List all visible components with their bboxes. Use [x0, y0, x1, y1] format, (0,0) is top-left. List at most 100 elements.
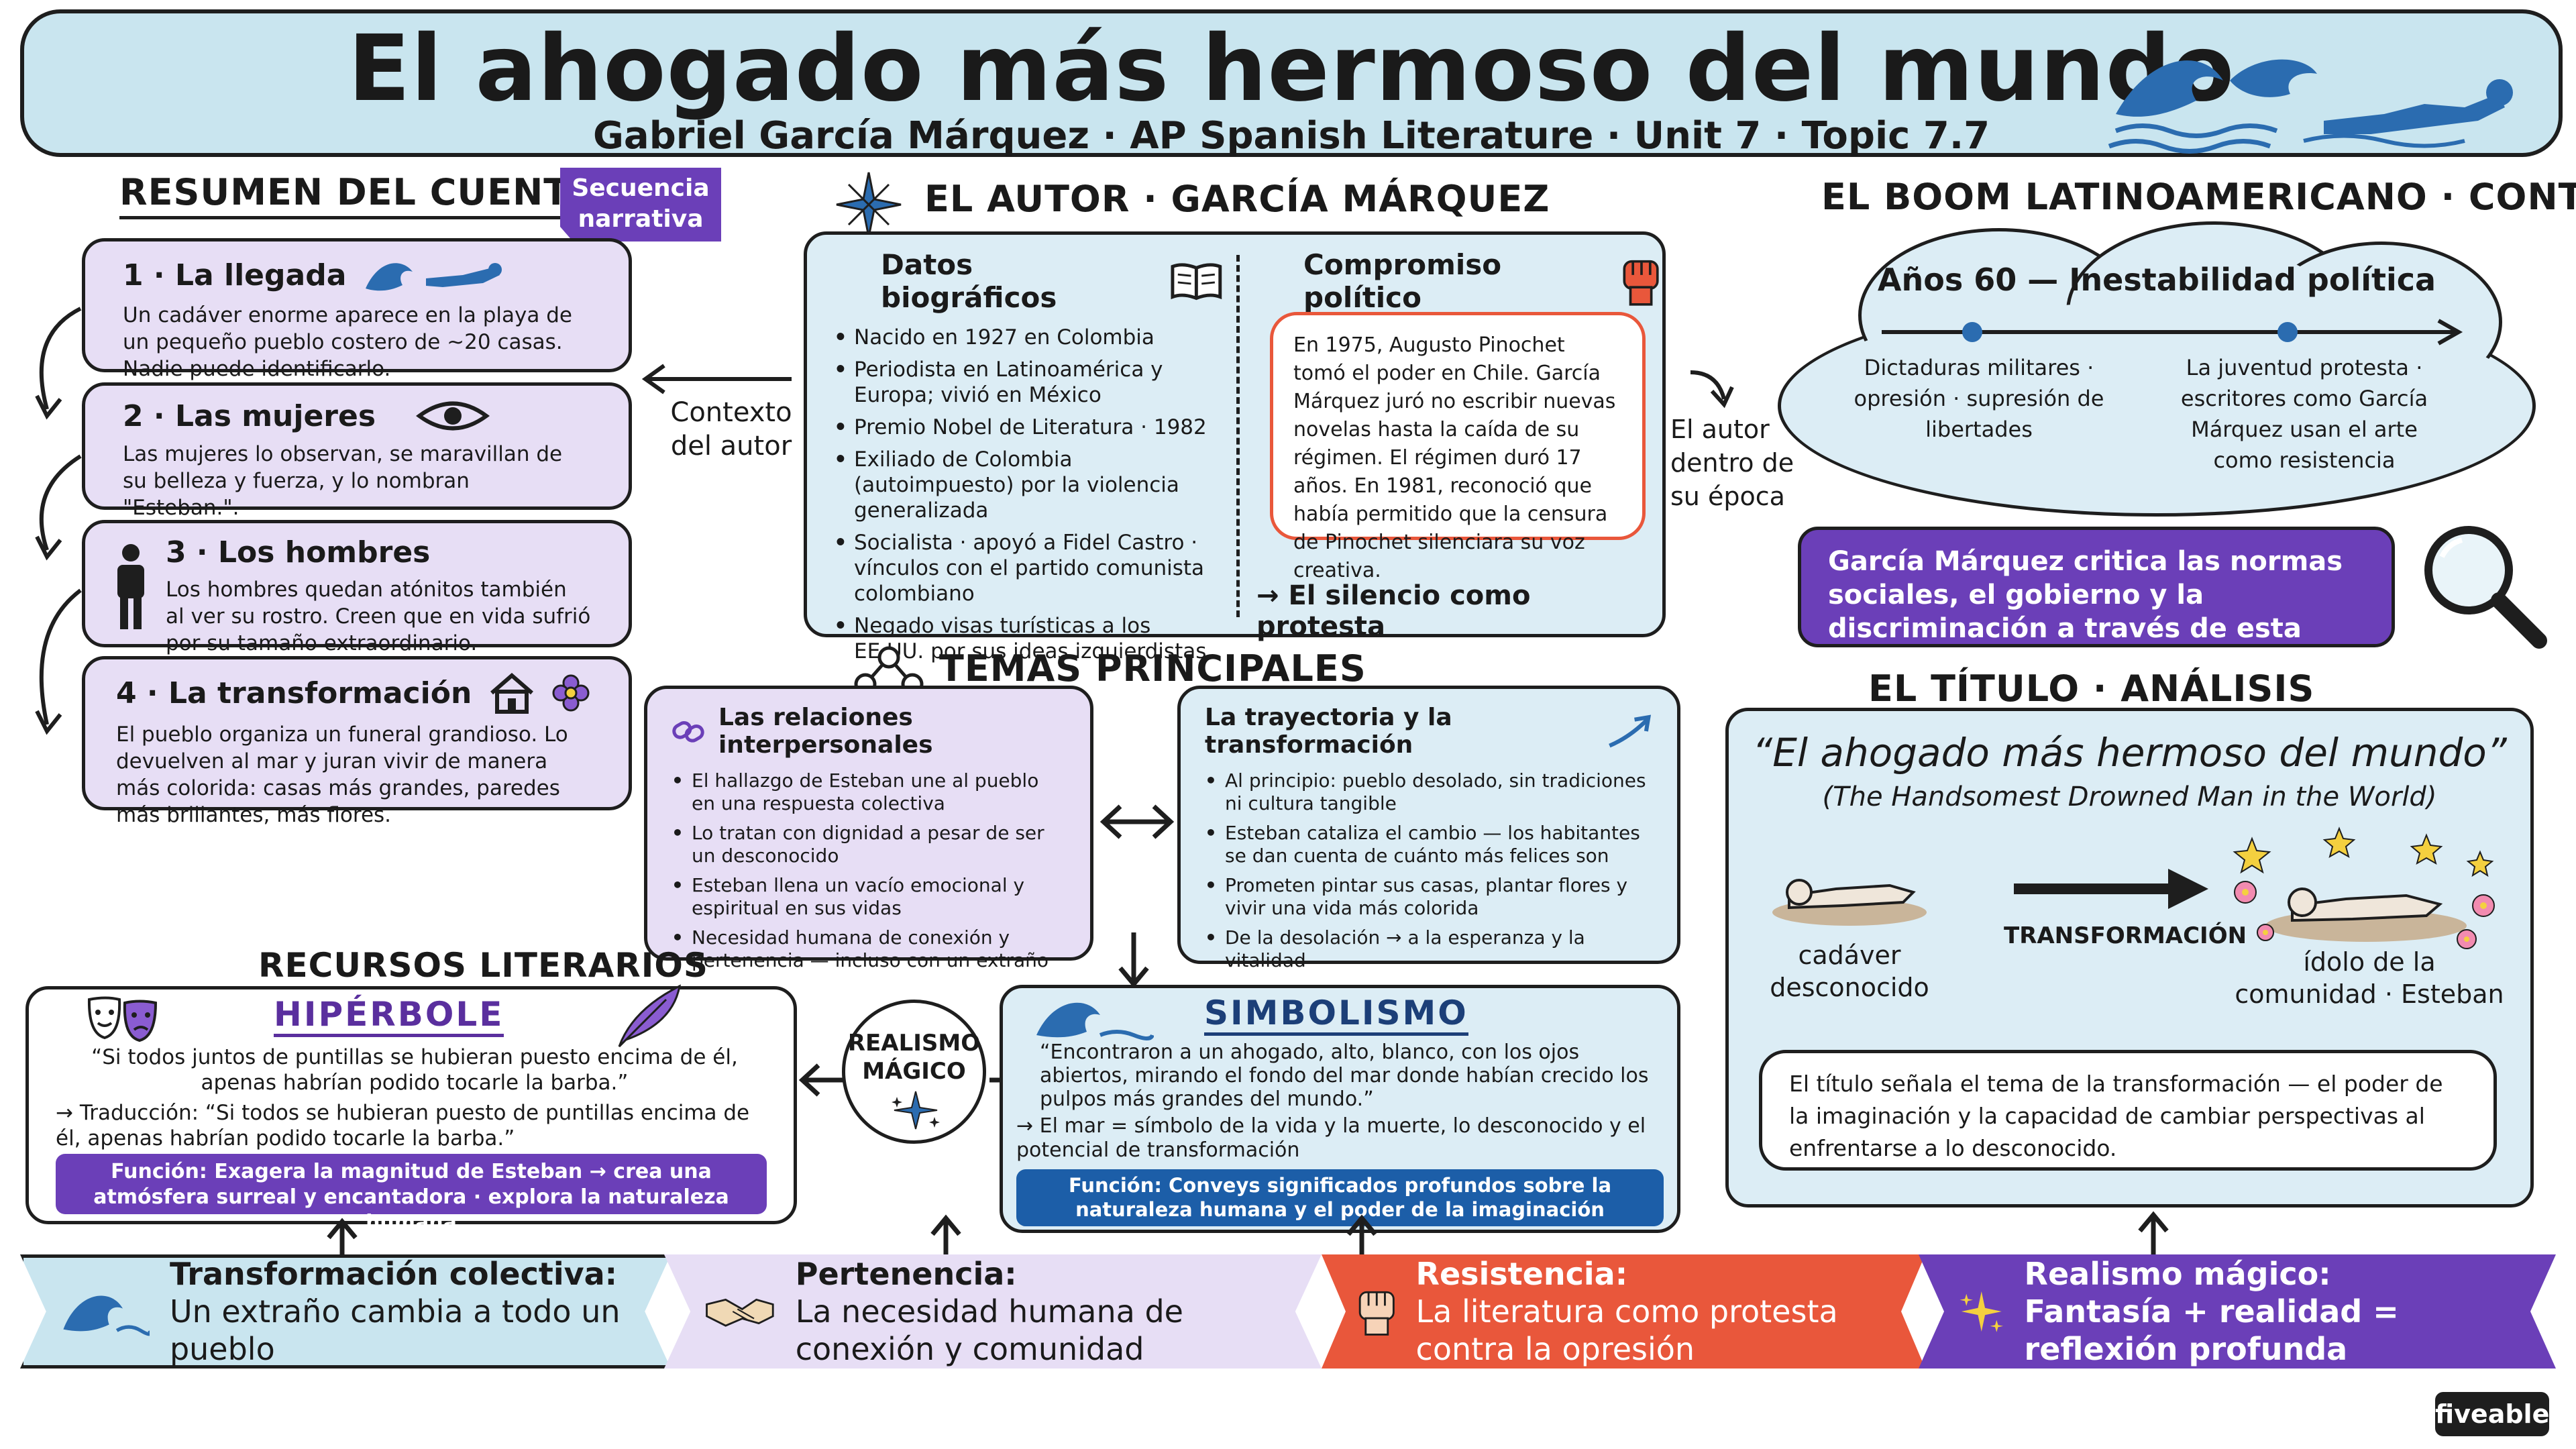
banner-bg: [1919, 1254, 2556, 1368]
banner-detail: La necesidad humana de conexión y comuni…: [795, 1293, 1183, 1367]
resumen-section-title: RESUMEN DEL CUENTO: [119, 171, 601, 219]
step-text: Las mujeres lo observan, se maravillan d…: [123, 442, 563, 520]
transformation-arrow: [2014, 869, 2208, 909]
flower-icon: [552, 674, 590, 712]
bio-item: Premio Nobel de Literatura · 1982: [834, 415, 1223, 440]
context-arrow: [641, 364, 792, 394]
boom-cloud: Años 60 — Inestabilidad política Dictadu…: [1778, 221, 2536, 523]
sequence-arrows: [35, 307, 82, 735]
idolo-label: ídolo de la comunidad · Esteban: [2235, 947, 2504, 1009]
critica-callout: García Márquez critica las normas social…: [1798, 527, 2395, 678]
step-card-mujeres: 2 · Las mujeres Las mujeres lo observan,…: [82, 382, 632, 520]
transformacion-label: TRANSFORMACIÓN: [2004, 922, 2247, 949]
banner-bold: Pertenencia:: [795, 1256, 1017, 1292]
magnifier-icon: [2424, 526, 2547, 649]
relaciones-list: El hallazgo de Esteban une al pueblo en …: [672, 769, 1066, 972]
eye-icon: [416, 401, 490, 431]
person-icon: [117, 544, 144, 629]
banner-text: Resistencia: La literatura como protesta…: [1416, 1255, 1925, 1368]
silencio-text: → El silencio como protesta: [1256, 580, 1531, 642]
hiperbole-title: HIPÉRBOLE: [274, 995, 504, 1037]
hiperbole-card: HIPÉRBOLE “Si todos juntos de puntillas …: [25, 984, 797, 1234]
epoca-arrow: [1690, 370, 1734, 409]
simbolismo-card: SIMBOLISMO “Encontraron a un ahogado, al…: [1000, 985, 1680, 1233]
hiperbole-quote: “Si todos juntos de puntillas se hubiera…: [91, 1045, 738, 1095]
up-arrow: [1346, 1214, 1377, 1258]
boom-section-title: EL BOOM LATINOAMERICANO · CONTEXTO: [1821, 176, 2576, 218]
simbolismo-mar: → El mar = símbolo de la vida y la muert…: [1016, 1114, 1646, 1162]
book-icon: [1171, 263, 1222, 301]
realismo-line-1: REALISMO: [847, 1030, 981, 1057]
titulo-section-title: EL TÍTULO · ANÁLISIS: [1868, 667, 2315, 710]
trayectoria-list: Al principio: pueblo desolado, sin tradi…: [1205, 769, 1653, 972]
bio-item: Socialista · apoyó a Fidel Castro · vínc…: [834, 530, 1223, 606]
banner-detail: Un extraño cambia a todo un pueblo: [169, 1293, 621, 1367]
context-label: Contexto del autor: [670, 397, 792, 462]
timeline-right-text: La juventud protesta · escritores como G…: [2180, 355, 2428, 473]
fiveable-logo: fiveable: [2435, 1392, 2549, 1436]
up-arrow: [930, 1214, 961, 1258]
relaciones-item: Necesidad humana de conexión y pertenenc…: [672, 926, 1066, 972]
banner-pertenencia: Pertenencia: La necesidad humana de cone…: [664, 1254, 1322, 1368]
trayectoria-item: De la desolación → a la esperanza y la v…: [1205, 926, 1653, 972]
chain-link-icon: [672, 721, 704, 743]
banner-text: Transformación colectiva: Un extraño cam…: [170, 1255, 671, 1368]
politico-header: Compromiso político: [1303, 248, 1662, 314]
header-banner: El ahogado más hermoso del mundo Gabriel…: [20, 9, 2563, 158]
politico-title: Compromiso político: [1303, 248, 1502, 314]
star-icon: [836, 172, 902, 237]
step-text: El pueblo organiza un funeral grandioso.…: [116, 722, 568, 827]
step-title: 4 · La transformación: [116, 676, 472, 710]
relaciones-card: Las relaciones interpersonales El hallaz…: [644, 686, 1093, 971]
relaciones-title: Las relaciones interpersonales: [718, 704, 933, 759]
trayectoria-title: La trayectoria y la transformación: [1205, 704, 1452, 759]
feather-icon: [618, 984, 682, 1048]
masks-icon: [87, 996, 158, 1042]
titulo-quote: “El ahogado más hermoso del mundo”: [1752, 730, 2507, 775]
bio-title: Datos biográficos: [881, 248, 1057, 314]
step-text: Los hombres quedan atónitos también al v…: [166, 578, 591, 655]
trayectoria-card: La trayectoria y la transformación Al pr…: [1177, 686, 1680, 971]
banner-bold: Realismo mágico:: [2024, 1256, 2331, 1292]
realismo-line-2: MÁGICO: [862, 1058, 966, 1085]
timeline-title: Años 60 — Inestabilidad política: [1877, 262, 2436, 298]
banner-text: Pertenencia: La necesidad humana de cone…: [796, 1255, 1322, 1368]
banner-realismo: Realismo mágico: Fantasía + realidad = r…: [1919, 1254, 2556, 1368]
secuencia-tag: Secuencia narrativa: [560, 168, 721, 241]
hiperbole-funcion: Función: Exagera la magnitud de Esteban …: [56, 1154, 767, 1234]
simbolismo-title: SIMBOLISMO: [1204, 994, 1468, 1036]
step-card-hombres: 3 · Los hombres Los hombres quedan atóni…: [82, 520, 632, 655]
banner-text: Realismo mágico: Fantasía + realidad = r…: [2025, 1255, 2556, 1368]
banner-bg: [1322, 1254, 1925, 1368]
autor-divider: [1236, 255, 1240, 617]
up-arrow: [2138, 1211, 2169, 1258]
house-icon: [490, 673, 534, 714]
fist-icon: [1358, 1291, 1395, 1336]
bio-item: Exiliado de Colombia (autoimpuesto) por …: [834, 447, 1223, 523]
idol-body-icon: [2233, 826, 2495, 949]
simbolismo-funcion: Función: Conveys significados profundos …: [1016, 1169, 1664, 1226]
politico-bubble: En 1975, Augusto Pinochet tomó el poder …: [1270, 312, 1646, 582]
trayectoria-item: Prometen pintar sus casas, plantar flore…: [1205, 874, 1653, 920]
bio-item: Nacido en 1927 en Colombia: [834, 325, 1223, 350]
banner-resistencia: Resistencia: La literatura como protesta…: [1322, 1254, 1925, 1368]
recursos-section-title: RECURSOS LITERARIOS: [258, 946, 708, 985]
simbolismo-quote: “Encontraron a un ahogado, alto, blanco,…: [1040, 1040, 1649, 1111]
relaciones-item: El hallazgo de Esteban une al pueblo en …: [672, 769, 1066, 815]
temas-section-title: TEMAS PRINCIPALES: [939, 647, 1366, 690]
titulo-translation: (The Handsomest Drowned Man in the World…: [1822, 782, 2437, 812]
step-text: Un cadáver enorme aparece en la playa de…: [123, 303, 572, 381]
handshake-icon: [706, 1298, 774, 1327]
banner-bold: Resistencia:: [1415, 1256, 1628, 1292]
step-title: 1 · La llegada: [123, 258, 347, 292]
step-title: 2 · Las mujeres: [123, 398, 376, 433]
banner-transformacion: Transformación colectiva: Un extraño cam…: [20, 1254, 671, 1368]
autor-card: Datos biográficos Nacido en 1927 en Colo…: [804, 231, 1666, 663]
bio-item: Negado visas turísticas a los EE.UU. por…: [834, 613, 1223, 664]
relaciones-item: Esteban llena un vacío emocional y espir…: [672, 874, 1066, 920]
step-title: 3 · Los hombres: [166, 535, 431, 570]
bio-column: Datos biográficos Nacido en 1927 en Colo…: [834, 248, 1223, 671]
timeline-left-text: Dictaduras militares · opresión · supres…: [1854, 355, 2104, 442]
trayectoria-item: Esteban cataliza el cambio — los habitan…: [1205, 822, 1653, 867]
banner-bg: [20, 1254, 671, 1368]
